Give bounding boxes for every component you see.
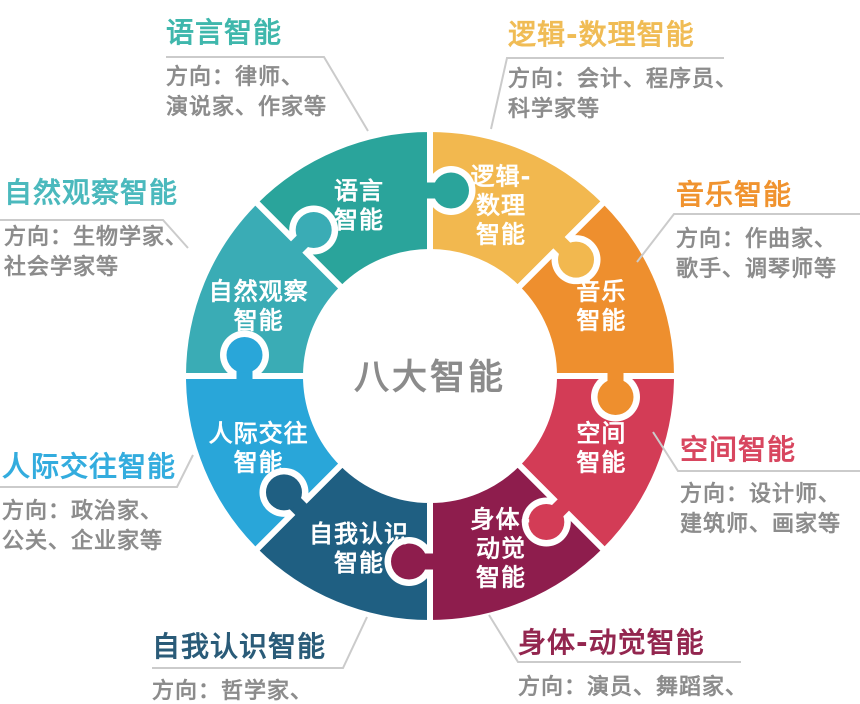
label-direction-linguistic: 方向：律师、 演说家、作家等 [166, 63, 396, 125]
label-musical: 音乐智能 方向：作曲家、 歌手、调琴师等 [676, 178, 860, 286]
leader-interpersonal [0, 454, 194, 488]
segment-label-logical: 逻辑-数理智能 [471, 163, 532, 249]
knob-intrapersonal [265, 474, 302, 511]
direction-line: 方向：设计师、 [680, 481, 842, 507]
segment-label-interpersonal: 人际交往智能 [209, 419, 309, 476]
direction-line: 方向：生物学家、 [4, 224, 189, 250]
leader-naturalistic [0, 219, 189, 249]
leader-linguistic [166, 56, 369, 132]
segment-label-linguistic: 语言智能 [334, 177, 384, 234]
knob-musical [597, 379, 634, 415]
knob-spatial [528, 504, 565, 541]
label-linguistic: 语言智能 方向：律师、 演说家、作家等 [166, 16, 396, 124]
leader-intrapersonal [152, 616, 368, 669]
direction-line: 科学家等 [508, 97, 601, 123]
knob-linguistic [433, 172, 469, 209]
leader-bodily [488, 614, 741, 663]
knob-interpersonal [226, 337, 263, 373]
label-title-interpersonal: 人际交往智能 [2, 450, 177, 483]
label-title-musical: 音乐智能 [676, 178, 793, 211]
knob-naturalistic [295, 211, 332, 248]
segment-label-spatial: 空间智能 [576, 419, 626, 476]
direction-line: 方向：政治家、 [2, 498, 164, 524]
direction-line: 建筑师、画家等 [680, 512, 842, 538]
direction-line: 方向：演员、舞蹈家、 [518, 674, 749, 700]
segment-label-musical: 音乐智能 [576, 278, 626, 335]
label-title-linguistic: 语言智能 [166, 16, 283, 49]
label-direction-naturalistic: 方向：生物学家、 社会学家等 [4, 223, 194, 285]
label-logical: 逻辑-数理智能 方向：会计、程序员、 科学家等 [508, 18, 788, 126]
direction-line: 方向：会计、程序员、 [508, 66, 739, 92]
direction-line: 歌手、调琴师等 [676, 257, 838, 283]
direction-line: 公关、企业家等 [2, 529, 164, 555]
label-spatial: 空间智能 方向：设计师、 建筑师、画家等 [680, 433, 860, 541]
label-title-spatial: 空间智能 [680, 433, 797, 466]
label-interpersonal: 人际交往智能 方向：政治家、 公关、企业家等 [2, 450, 197, 558]
leader-logical [490, 57, 724, 130]
label-naturalistic: 自然观察智能 方向：生物学家、 社会学家等 [4, 176, 194, 284]
label-direction-musical: 方向：作曲家、 歌手、调琴师等 [676, 225, 860, 287]
center-title: 八大智能 [354, 358, 506, 398]
direction-line: 方向：哲学家、 [152, 678, 314, 704]
label-direction-bodily: 方向：演员、舞蹈家、 [518, 673, 788, 704]
segment-label-intrapersonal: 自我认识智能 [309, 520, 409, 577]
label-direction-intrapersonal: 方向：哲学家、 [152, 677, 392, 704]
label-direction-logical: 方向：会计、程序员、 科学家等 [508, 65, 788, 127]
label-title-naturalistic: 自然观察智能 [4, 176, 179, 209]
label-bodily: 身体-动觉智能 方向：演员、舞蹈家、 [518, 626, 788, 703]
direction-line: 社会学家等 [4, 255, 120, 281]
leader-musical [636, 213, 860, 263]
knob-logical [558, 241, 595, 278]
center-circle [306, 252, 554, 500]
label-direction-interpersonal: 方向：政治家、 公关、企业家等 [2, 497, 197, 559]
label-direction-spatial: 方向：设计师、 建筑师、画家等 [680, 480, 860, 542]
direction-line: 方向：律师、 [166, 64, 305, 90]
direction-line: 方向：作曲家、 [676, 226, 838, 252]
direction-line: 演说家、作家等 [166, 95, 328, 121]
label-title-logical: 逻辑-数理智能 [508, 18, 695, 51]
label-title-intrapersonal: 自我认识智能 [152, 630, 327, 663]
knob-bodily [391, 543, 427, 580]
segment-label-bodily: 身体-动觉智能 [471, 505, 532, 591]
label-title-bodily: 身体-动觉智能 [518, 626, 705, 659]
leader-spatial [652, 431, 860, 472]
label-intrapersonal: 自我认识智能 方向：哲学家、 [152, 630, 392, 704]
segment-label-naturalistic: 自然观察智能 [209, 278, 309, 335]
